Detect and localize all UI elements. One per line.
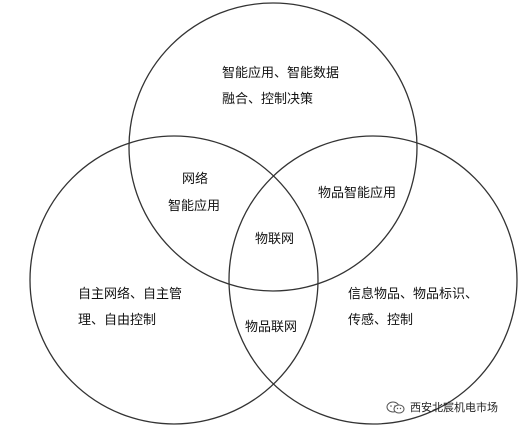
circle-top bbox=[128, 2, 418, 292]
circle-right-label-line1: 信息物品、物品标识、 bbox=[348, 287, 479, 302]
circle-right-label-line2: 传感、控制 bbox=[348, 313, 414, 328]
circle-left-label-line2: 理、自由控制 bbox=[78, 313, 157, 328]
watermark-text: 西安北宸机电市场 bbox=[410, 401, 498, 414]
center-label: 物联网 bbox=[255, 232, 295, 247]
overlap-left-right-label: 物品联网 bbox=[245, 320, 298, 335]
overlap-top-right-label: 物品智能应用 bbox=[318, 186, 397, 201]
circle-left-label-line1: 自主网络、自主管 bbox=[78, 287, 183, 302]
overlap-top-left-line1: 网络 bbox=[182, 172, 209, 187]
circle-left bbox=[29, 135, 319, 425]
circle-top-label-line1: 智能应用、智能数据 bbox=[222, 66, 340, 81]
overlap-top-left-line2: 智能应用 bbox=[168, 199, 221, 214]
circle-top-label-line2: 融合、控制决策 bbox=[222, 92, 314, 107]
wechat-icon bbox=[386, 401, 406, 414]
circle-right bbox=[228, 135, 518, 425]
watermark: 西安北宸机电市场 bbox=[386, 399, 498, 415]
